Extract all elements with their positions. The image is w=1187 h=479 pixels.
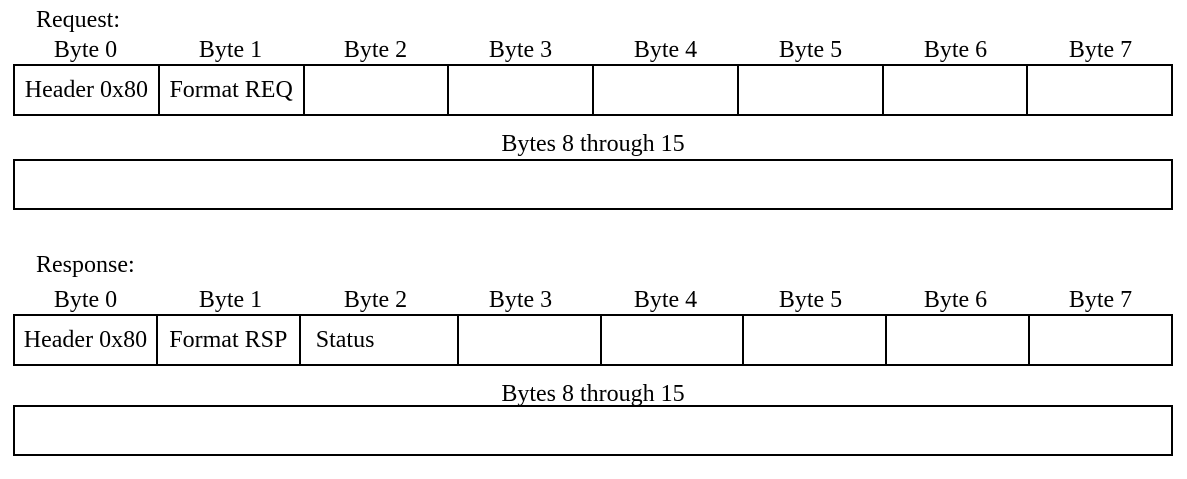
- response-byte-cell-1: Format RSP: [158, 316, 301, 364]
- request-byte-cell-3: [449, 66, 594, 114]
- response-bytes-8-15-box: [13, 405, 1173, 456]
- request-bytes-8-15-label: Bytes 8 through 15: [501, 131, 685, 157]
- response-byte-header-4: Byte 4: [633, 287, 698, 313]
- request-byte-header-3: Byte 3: [488, 37, 553, 63]
- response-byte-header-7: Byte 7: [1068, 287, 1133, 313]
- request-byte-cell-4: [594, 66, 739, 114]
- response-byte-cell-6: [887, 316, 1031, 364]
- request-byte-row: Header 0x80 Format REQ: [13, 64, 1173, 116]
- request-byte-header-4: Byte 4: [633, 37, 698, 63]
- response-title: Response:: [36, 252, 135, 278]
- response-byte-cell-0: Header 0x80: [15, 316, 158, 364]
- request-byte-cell-1: Format REQ: [160, 66, 305, 114]
- request-bytes-8-15-box: [13, 159, 1173, 210]
- request-byte-cell-5: [739, 66, 884, 114]
- response-byte-header-2: Byte 2: [343, 287, 408, 313]
- response-byte-header-row: Byte 0 Byte 1 Byte 2 Byte 3 Byte 4 Byte …: [13, 286, 1173, 314]
- response-byte-header-5: Byte 5: [778, 287, 843, 313]
- response-byte-cell-7: [1030, 316, 1171, 364]
- request-byte-header-1: Byte 1: [198, 37, 263, 63]
- response-byte-row: Header 0x80 Format RSP Status: [13, 314, 1173, 366]
- request-byte-header-row: Byte 0 Byte 1 Byte 2 Byte 3 Byte 4 Byte …: [13, 36, 1173, 64]
- response-byte-header-1: Byte 1: [198, 287, 263, 313]
- response-byte-cell-4: [602, 316, 745, 364]
- response-byte-cell-3: [459, 316, 602, 364]
- request-byte-cell-6: [884, 66, 1029, 114]
- response-byte-header-0: Byte 0: [53, 287, 118, 313]
- request-byte-header-5: Byte 5: [778, 37, 843, 63]
- request-byte-header-2: Byte 2: [343, 37, 408, 63]
- request-byte-header-6: Byte 6: [923, 37, 988, 63]
- request-byte-cell-7: [1028, 66, 1171, 114]
- request-byte-cell-0: Header 0x80: [15, 66, 160, 114]
- request-byte-cell-2: [305, 66, 450, 114]
- response-bytes-8-15-label: Bytes 8 through 15: [501, 381, 685, 407]
- response-byte-cell-2: Status: [301, 316, 459, 364]
- response-byte-header-6: Byte 6: [923, 287, 988, 313]
- request-byte-header-0: Byte 0: [53, 37, 118, 63]
- request-title: Request:: [36, 7, 120, 33]
- response-byte-header-3: Byte 3: [488, 287, 553, 313]
- request-byte-header-7: Byte 7: [1068, 37, 1133, 63]
- response-byte-cell-5: [744, 316, 888, 364]
